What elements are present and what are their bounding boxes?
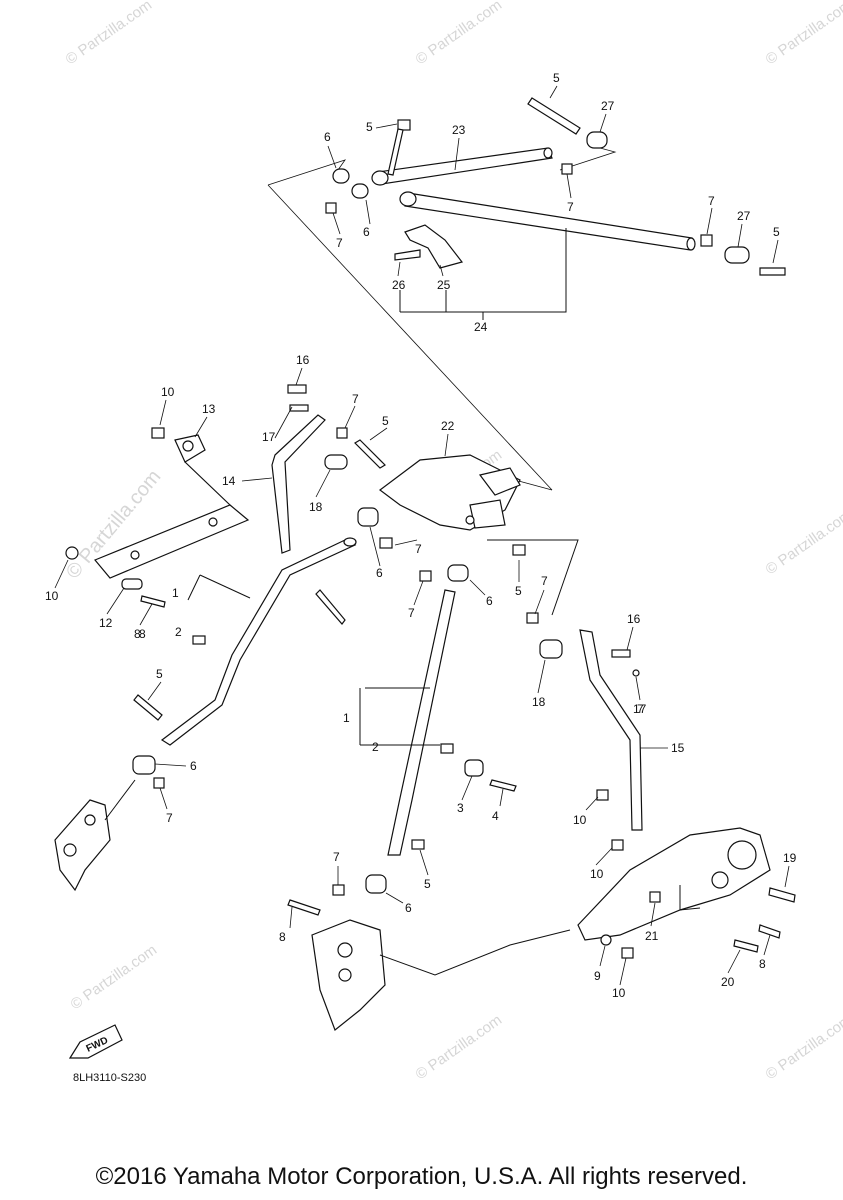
callout: 7 [637, 702, 644, 716]
watermark: © Partzilla.com [413, 0, 506, 68]
callout: 8 [139, 627, 146, 641]
callout: 2 [175, 625, 182, 639]
callout: 10 [45, 589, 59, 603]
stay-15 [579, 629, 643, 831]
callout: 7 [408, 606, 415, 620]
callout: 6 [405, 901, 412, 915]
callout: 15 [671, 741, 685, 755]
callout: 7 [336, 236, 343, 250]
left-lower-bracket [54, 799, 111, 892]
fwd-arrow-icon: FWD [68, 1024, 123, 1059]
callout: 8 [134, 627, 141, 641]
callout: 21 [645, 929, 659, 943]
callout: 8 [279, 930, 286, 944]
callout: 5 [515, 584, 522, 598]
callout: 10 [612, 986, 626, 1000]
callout: 5 [366, 120, 373, 134]
watermark: © Partzilla.com [763, 506, 843, 578]
watermark: © Partzilla.com [63, 0, 156, 68]
callout: 24 [474, 320, 488, 334]
diagram-code: 8LH3110-S230 [73, 1072, 147, 1084]
watermark: © Partzilla.com [763, 1011, 843, 1083]
callout: 10 [161, 385, 175, 399]
left-pipe-assembly [54, 507, 393, 892]
callout: 7 [541, 574, 548, 588]
leader-lines [54, 85, 790, 986]
callout: 6 [486, 594, 493, 608]
callout: 18 [532, 695, 546, 709]
callout: 8 [759, 957, 766, 971]
callout: 27 [601, 99, 615, 113]
callout: 7 [352, 392, 359, 406]
pipe-1-center [387, 589, 456, 856]
callout: 16 [296, 353, 310, 367]
callout: 22 [441, 419, 455, 433]
callout: 5 [156, 667, 163, 681]
upper-stay-assembly [267, 97, 786, 491]
callout: 10 [573, 813, 587, 827]
callout: 6 [324, 130, 331, 144]
stay-rod-23 [377, 147, 553, 185]
watermark: © Partzilla.com [763, 0, 843, 68]
right-assembly [487, 539, 796, 959]
callout: 7 [415, 542, 422, 556]
callout: 19 [783, 851, 797, 865]
callout: 16 [627, 612, 641, 626]
callout: 6 [190, 759, 197, 773]
callout: 5 [424, 877, 431, 891]
watermark: © Partzilla.com [68, 941, 161, 1013]
callout: 20 [721, 975, 735, 989]
callout: 5 [382, 414, 389, 428]
callout: 14 [222, 474, 236, 488]
callout: 1 [172, 586, 179, 600]
callout: 7 [708, 194, 715, 208]
callout: 9 [594, 969, 601, 983]
callout: 26 [392, 278, 406, 292]
callout: 10 [590, 867, 604, 881]
callout: 3 [457, 801, 464, 815]
callout: 17 [262, 430, 276, 444]
callout: 5 [553, 71, 560, 85]
callout: 2 [372, 740, 379, 754]
callout: 1 [343, 711, 350, 725]
stay-14 [271, 414, 326, 554]
callout: 17 [633, 702, 647, 716]
callout: 6 [376, 566, 383, 580]
callout: 7 [333, 850, 340, 864]
callout: 25 [437, 278, 451, 292]
callout: 4 [492, 809, 499, 823]
callout: 5 [773, 225, 780, 239]
callout: 27 [737, 209, 751, 223]
watermark: © Partzilla.com [413, 1011, 506, 1083]
callout: 23 [452, 123, 466, 137]
center-assembly [287, 439, 571, 1031]
left-bracket-assembly [65, 384, 348, 608]
callout: 13 [202, 402, 216, 416]
pipe-1-left [160, 539, 357, 746]
callout: 7 [567, 200, 574, 214]
callout-labels: 1 1 2 2 3 4 5 5 5 5 5 5 5 6 6 6 6 6 6 7 … [45, 71, 797, 1000]
callout: 6 [363, 225, 370, 239]
callout: 18 [309, 500, 323, 514]
stay-rod-24 [404, 192, 693, 251]
callout: 7 [166, 811, 173, 825]
copyright-notice: ©2016 Yamaha Motor Corporation, U.S.A. A… [95, 1163, 748, 1190]
callout: 12 [99, 616, 113, 630]
